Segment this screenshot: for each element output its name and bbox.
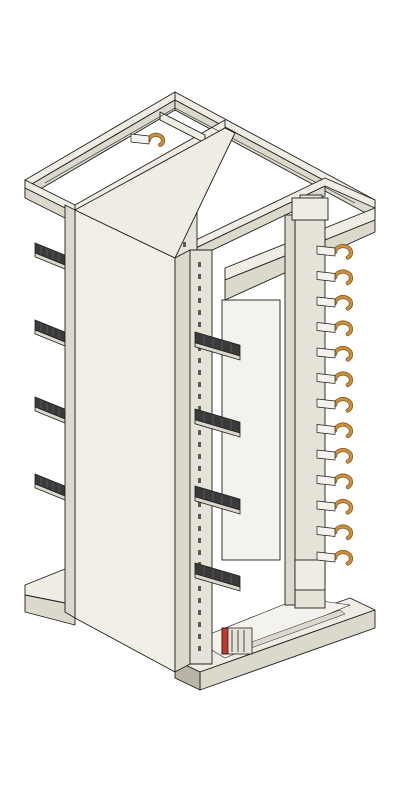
mount-hole: [198, 394, 201, 399]
cable-hanger-icon: [316, 473, 354, 490]
mount-hole: [198, 298, 201, 303]
cable-hanger-icon: [316, 295, 354, 311]
mount-hole: [198, 286, 201, 291]
mount-hole: [198, 478, 201, 483]
cable-tray-icon: [194, 331, 241, 361]
cable-hanger-icon: [316, 499, 354, 515]
front-cabinet: [64, 127, 236, 673]
cabinet-top-face: [74, 127, 236, 259]
mount-hole: [198, 538, 201, 543]
cable-hanger-icon: [316, 371, 354, 388]
cable-hanger-icon: [316, 320, 354, 337]
cable-hanger-icon: [316, 550, 354, 566]
cable-tray-icon: [194, 485, 241, 515]
cable-tray-icon: [34, 396, 66, 424]
mount-hole: [198, 430, 201, 435]
mount-hole: [198, 514, 201, 519]
upright-cap-box: [291, 197, 329, 221]
mount-hole: [198, 406, 201, 411]
cable-hanger-icon: [316, 397, 354, 413]
mount-hole: [198, 322, 201, 327]
mount-hole: [198, 274, 201, 279]
cable-hanger-icon: [316, 422, 354, 439]
mount-hole: [198, 646, 201, 651]
mount-hole: [198, 358, 201, 363]
left-tray-column: [34, 242, 66, 501]
mount-hole: [198, 382, 201, 387]
base-left-side: [24, 594, 76, 626]
mount-hole: [198, 610, 201, 615]
cable-hanger-icon: [316, 448, 354, 464]
mount-hole: [198, 598, 201, 603]
mount-hole: [198, 502, 201, 507]
cable-tray-icon: [34, 319, 66, 347]
mount-hole: [198, 442, 201, 447]
cable-tray-icon: [194, 408, 241, 438]
mount-hole: [198, 550, 201, 555]
mount-hole: [198, 466, 201, 471]
cabinet-front-strip: [174, 249, 191, 673]
top-inner-edge: [44, 107, 356, 204]
cable-hanger-icon: [130, 132, 166, 147]
mount-hole: [198, 526, 201, 531]
cabinet-left-face: [74, 209, 176, 673]
mount-hole: [198, 622, 201, 627]
mount-hole: [198, 586, 201, 591]
base-patch-panel: [221, 627, 253, 655]
cabinet-edge: [64, 204, 76, 619]
cable-tray-icon: [34, 473, 66, 501]
mount-hole: [198, 262, 201, 267]
front-tray-column: [194, 331, 241, 592]
cable-hanger-icon: [316, 346, 354, 362]
right-hanger-column: [316, 244, 354, 566]
cable-hanger-icon: [316, 269, 354, 286]
upright-bottom-box: [294, 559, 326, 591]
cable-hanger-icon: [316, 244, 354, 260]
mount-hole: [198, 454, 201, 459]
cable-tray-icon: [194, 562, 241, 592]
mount-hole: [198, 370, 201, 375]
mount-hole: [198, 634, 201, 639]
mount-hole: [183, 242, 186, 247]
cable-tray-icon: [34, 242, 66, 270]
mount-hole: [198, 310, 201, 315]
cable-hanger-icon: [316, 524, 354, 541]
